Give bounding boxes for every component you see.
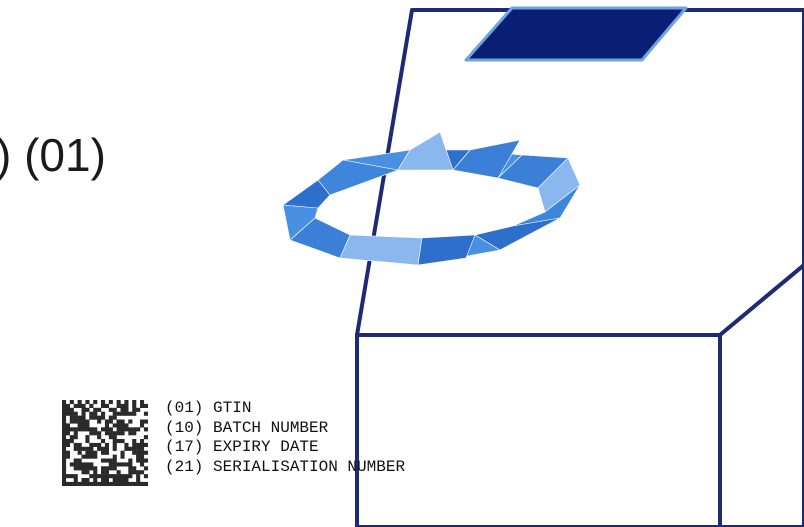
cropped-heading-text: ) (01) (0, 129, 106, 181)
legend-line-gtin: (01) GTIN (165, 399, 252, 417)
legend-line-batch: (10) BATCH NUMBER (165, 418, 329, 437)
legend: (01) GTIN (10) BATCH NUMBER (17) EXPIRY … (165, 399, 405, 477)
legend-line-serial: (21) SERIALISATION NUMBER (165, 457, 406, 476)
legend-line-expiry: (17) EXPIRY DATE (165, 438, 319, 456)
label-patch (464, 6, 688, 62)
box-front-face (355, 333, 722, 527)
datamatrix-barcode-icon (62, 400, 148, 486)
ring-logo-icon (282, 131, 581, 266)
